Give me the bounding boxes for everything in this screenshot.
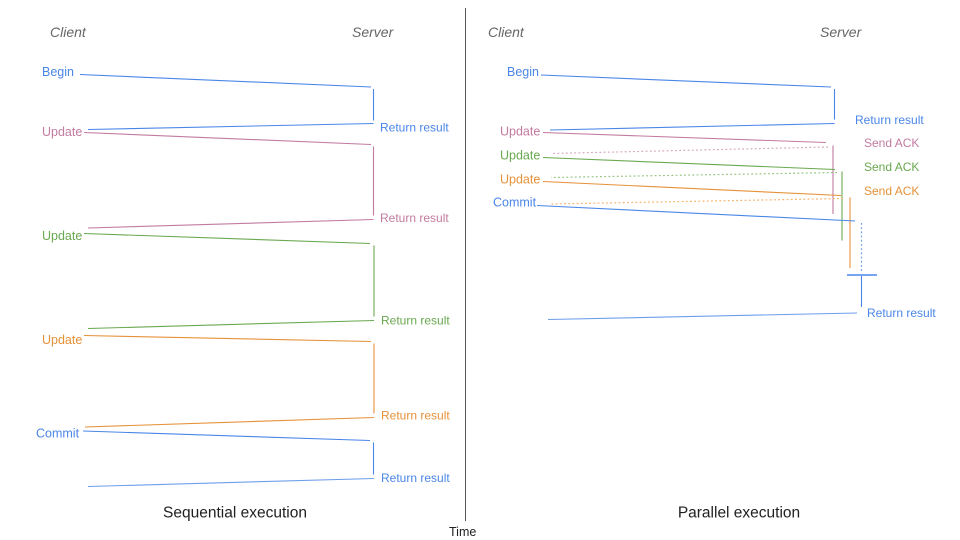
par-begin-return-arrow	[549, 122, 835, 131]
par-update3-request-arrow	[542, 180, 842, 197]
seq-update3-request-arrow	[83, 334, 372, 343]
par-update2-ack-arrow	[550, 171, 838, 179]
time-axis: Time	[449, 8, 476, 539]
seq-update2-request-arrow	[83, 232, 371, 245]
parallel-title: Parallel execution	[678, 505, 800, 522]
par-update1-label: Update	[500, 125, 540, 139]
seq-update3-label: Update	[42, 333, 82, 347]
par-commit-return-arrow	[547, 312, 858, 321]
sequential-diagram: Client Server Begin Return result Update…	[36, 24, 450, 522]
seq-commit-request-arrow	[82, 430, 371, 442]
seq-commit-return-arrow	[87, 477, 375, 488]
par-update2-ack-label: Send ACK	[864, 160, 919, 174]
parallel-diagram: Client Server Begin Return result Update…	[488, 24, 936, 522]
par-begin-request-arrow	[540, 74, 832, 88]
seq-begin-return-arrow	[87, 122, 374, 131]
seq-update1-label: Update	[42, 125, 82, 139]
seq-update2-return-label: Return result	[381, 314, 450, 328]
seq-update2-return-arrow	[87, 319, 375, 330]
seq-update1-request-arrow	[83, 131, 372, 146]
seq-commit-return-label: Return result	[381, 471, 450, 485]
sequential-server-label: Server	[352, 24, 395, 40]
par-update1-ack-arrow	[550, 146, 829, 155]
sequential-client-label: Client	[50, 24, 87, 40]
seq-update1-return-label: Return result	[380, 211, 449, 225]
par-begin-label: Begin	[507, 65, 539, 79]
par-commit-label: Commit	[493, 196, 537, 210]
seq-update3-return-label: Return result	[381, 409, 450, 423]
sequential-title: Sequential execution	[163, 505, 307, 522]
par-update3-label: Update	[500, 173, 540, 187]
seq-update3-return-arrow	[84, 416, 375, 428]
seq-begin-request-arrow	[79, 73, 372, 88]
par-begin-return-label: Return result	[855, 113, 924, 127]
par-update3-ack-arrow	[550, 197, 844, 205]
parallel-client-label: Client	[488, 24, 525, 40]
par-update1-request-arrow	[542, 131, 827, 144]
par-commit-request-arrow	[536, 204, 856, 222]
parallel-server-label: Server	[820, 24, 863, 40]
par-update2-request-arrow	[542, 156, 836, 171]
time-axis-label: Time	[449, 525, 476, 539]
par-update3-ack-label: Send ACK	[864, 184, 919, 198]
par-update2-label: Update	[500, 149, 540, 163]
seq-update2-label: Update	[42, 229, 82, 243]
seq-update1-return-arrow	[87, 218, 374, 229]
seq-begin-return-label: Return result	[380, 121, 449, 135]
par-update1-ack-label: Send ACK	[864, 136, 919, 150]
seq-commit-label: Commit	[36, 427, 80, 441]
par-commit-return-label: Return result	[867, 306, 936, 320]
seq-begin-label: Begin	[42, 65, 74, 79]
